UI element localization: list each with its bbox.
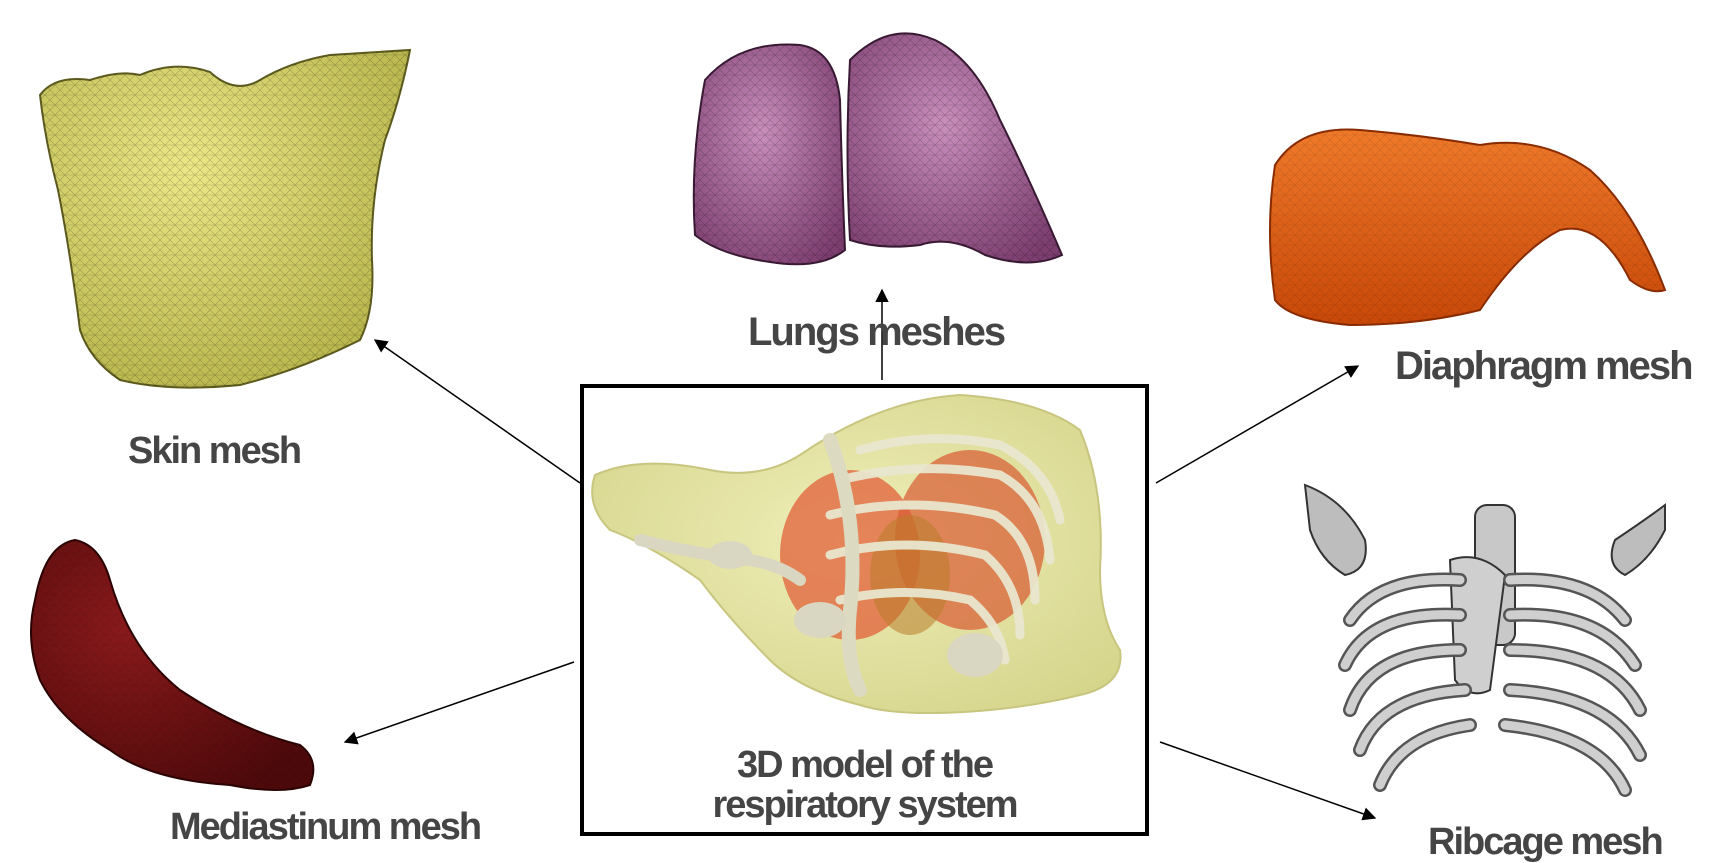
arrow-to-skin [375,340,580,483]
center-title-line-2: respiratory system [580,785,1149,825]
center-title-line-1: 3D model of the [580,745,1149,785]
skin-label: Skin mesh [128,432,300,470]
arrow-to-mediastinum [345,662,574,742]
mediastinum-label: Mediastinum mesh [170,808,480,846]
lungs-label: Lungs meshes [748,312,1004,352]
center-model-title: 3D model of the respiratory system [580,745,1149,825]
arrow-to-diaphragm [1156,366,1358,483]
ribcage-mesh-image [1305,485,1665,790]
diaphragm-label: Diaphragm mesh [1395,346,1692,386]
skin-mesh-image [40,50,410,388]
ribcage-label: Ribcage mesh [1428,823,1662,861]
arrow-to-ribcage [1160,742,1375,818]
lungs-mesh-image [694,33,1062,264]
mediastinum-mesh-image [31,540,313,790]
diaphragm-mesh-image [1270,129,1665,325]
